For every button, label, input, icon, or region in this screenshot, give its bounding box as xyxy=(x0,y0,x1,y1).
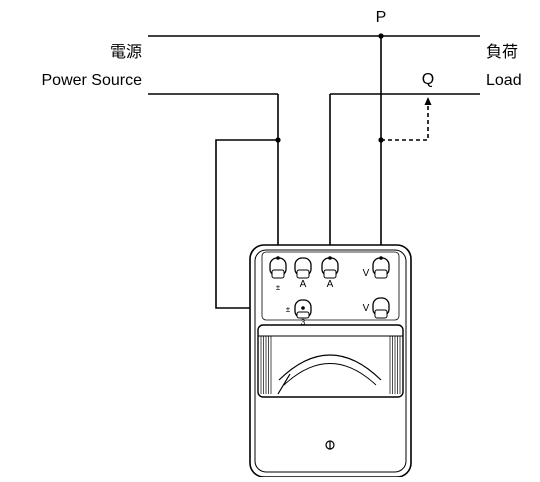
meter-scale-arc-outer xyxy=(278,354,382,381)
dashed-lead-arrowhead xyxy=(424,97,432,105)
terminal-panel xyxy=(261,251,400,321)
terminal-pm-bottom-sub: 3 xyxy=(301,318,306,327)
power-source-label-jp: 電源 xyxy=(110,43,142,61)
node-label-p: P xyxy=(376,9,387,26)
junctions xyxy=(275,33,384,143)
meter-scale-arc-inner xyxy=(283,363,377,386)
wires xyxy=(215,36,382,309)
terminal-v-top-label: V xyxy=(363,268,370,279)
meter-needle xyxy=(277,373,291,395)
terminal-wire-endpoints xyxy=(276,256,383,310)
meter-window-right-ribs xyxy=(389,336,401,394)
meter: ± A A V ± 3 xyxy=(249,244,412,478)
meter-window-frame xyxy=(257,324,404,398)
terminal-v-bottom[interactable]: V xyxy=(363,297,390,319)
main-lines xyxy=(148,35,480,95)
terminal-pm-top-label: ± xyxy=(276,283,281,292)
load-label-en: Load xyxy=(486,72,522,89)
terminal-a-1-label: A xyxy=(300,279,307,290)
power-source-label-en: Power Source xyxy=(42,72,143,89)
junction-left xyxy=(275,137,281,143)
dashed-lead xyxy=(381,104,429,141)
meter-inner-case xyxy=(254,249,407,473)
dashed-lead-to-q xyxy=(381,104,429,141)
junction-right xyxy=(378,137,384,143)
meter-window-left-ribs xyxy=(260,336,272,394)
terminal-pm-bottom-label: ± xyxy=(286,305,291,314)
terminal-a-1[interactable]: A xyxy=(294,257,312,290)
terminal-a-2[interactable]: A xyxy=(321,257,339,290)
load-label-jp: 負荷 xyxy=(486,43,518,61)
terminal-a-2-label: A xyxy=(327,279,334,290)
terminal-v-bottom-label: V xyxy=(363,303,370,314)
node-label-q: Q xyxy=(422,71,434,88)
junction-p xyxy=(378,33,384,39)
